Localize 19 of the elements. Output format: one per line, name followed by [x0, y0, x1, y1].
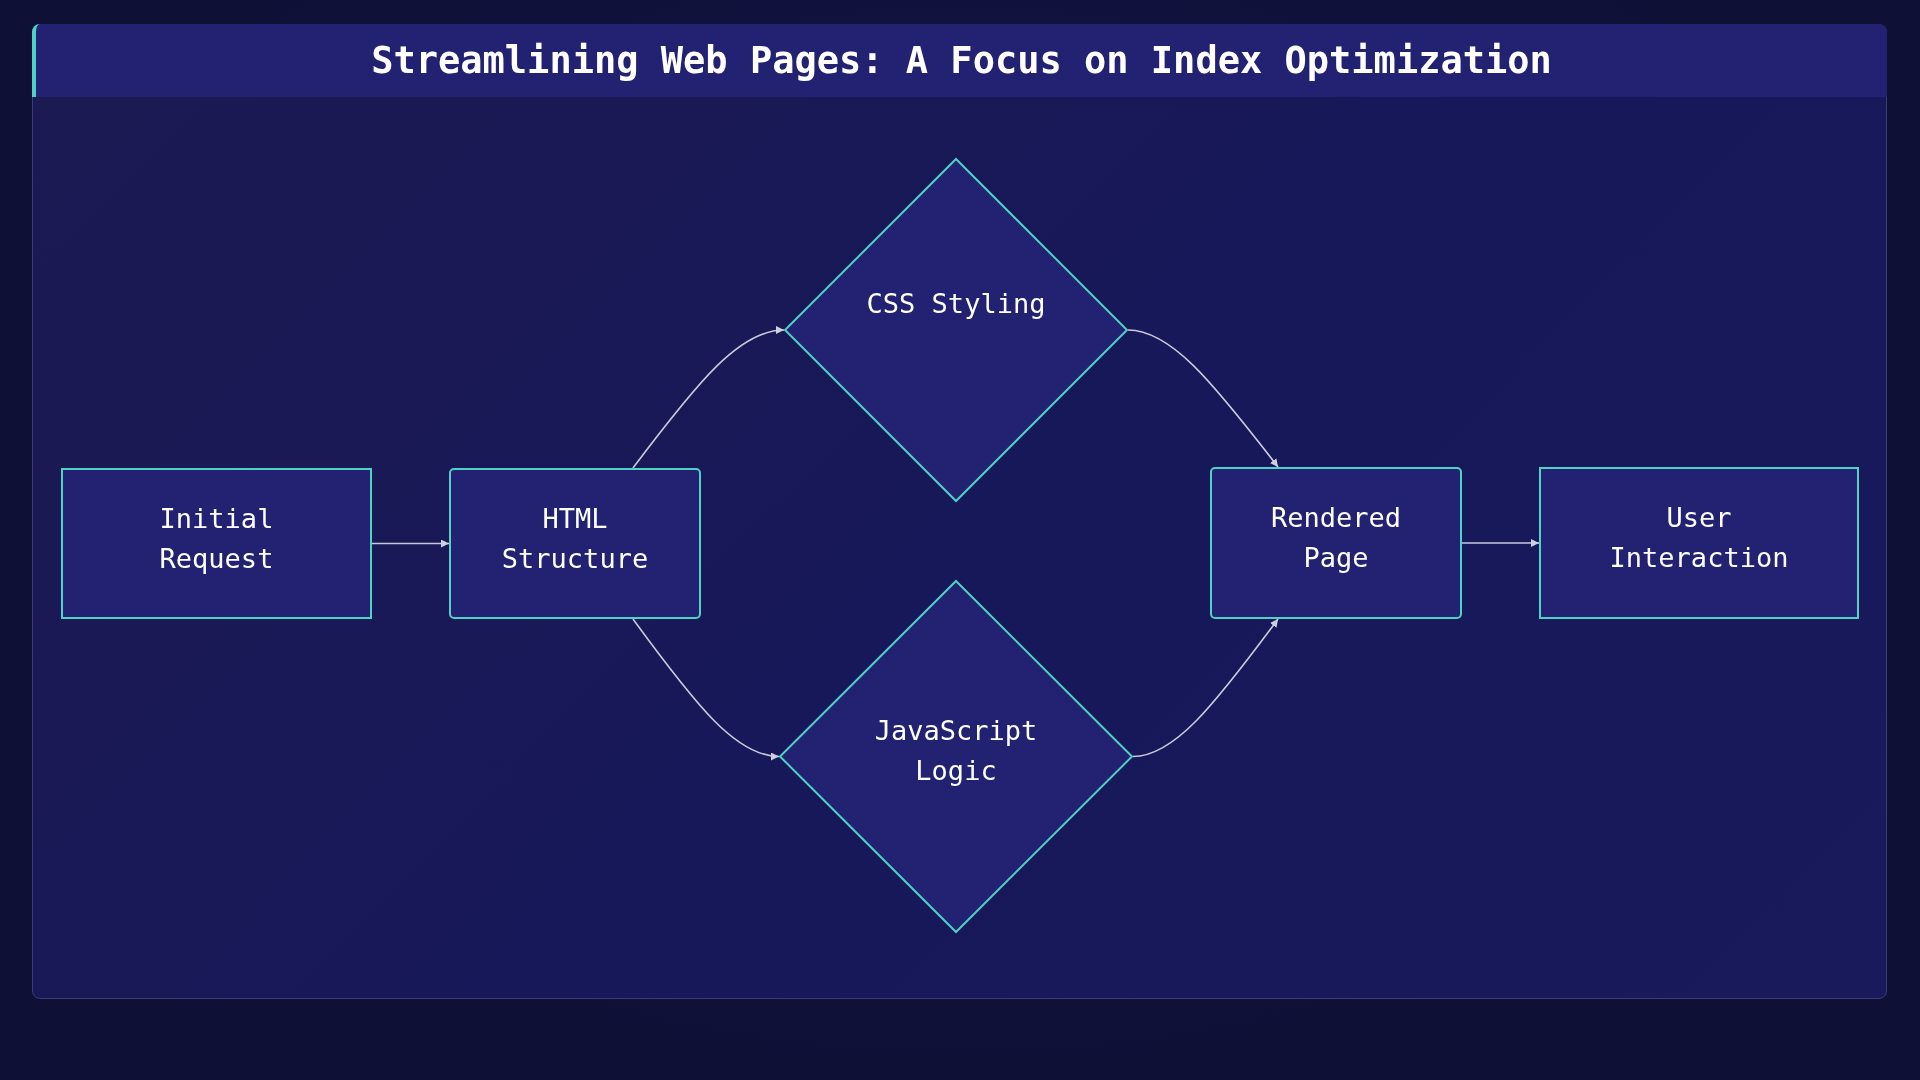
- arrow: [1461, 539, 1540, 547]
- process-box: [1539, 467, 1859, 619]
- arrow: [632, 326, 785, 469]
- arrow: [1127, 329, 1279, 468]
- node-label: HTML Structure: [500, 501, 650, 576]
- node-label: Initial Request: [158, 501, 275, 576]
- decision-diamond: [784, 158, 1128, 502]
- arrow: [1132, 618, 1279, 758]
- process-box: [61, 468, 372, 619]
- arrow: [632, 618, 780, 760]
- arrow: [371, 539, 450, 548]
- node-label: JavaScript Logic: [873, 713, 1039, 788]
- process-box: [1210, 467, 1462, 619]
- title: Streamlining Web Pages: A Focus on Index Optimization: [371, 38, 1552, 83]
- node-label: User Interaction: [1608, 501, 1790, 575]
- node-label: Rendered Page: [1269, 501, 1402, 575]
- node-label: CSS Styling: [866, 287, 1046, 321]
- process-box: [449, 468, 701, 619]
- decision-diamond: [779, 580, 1133, 933]
